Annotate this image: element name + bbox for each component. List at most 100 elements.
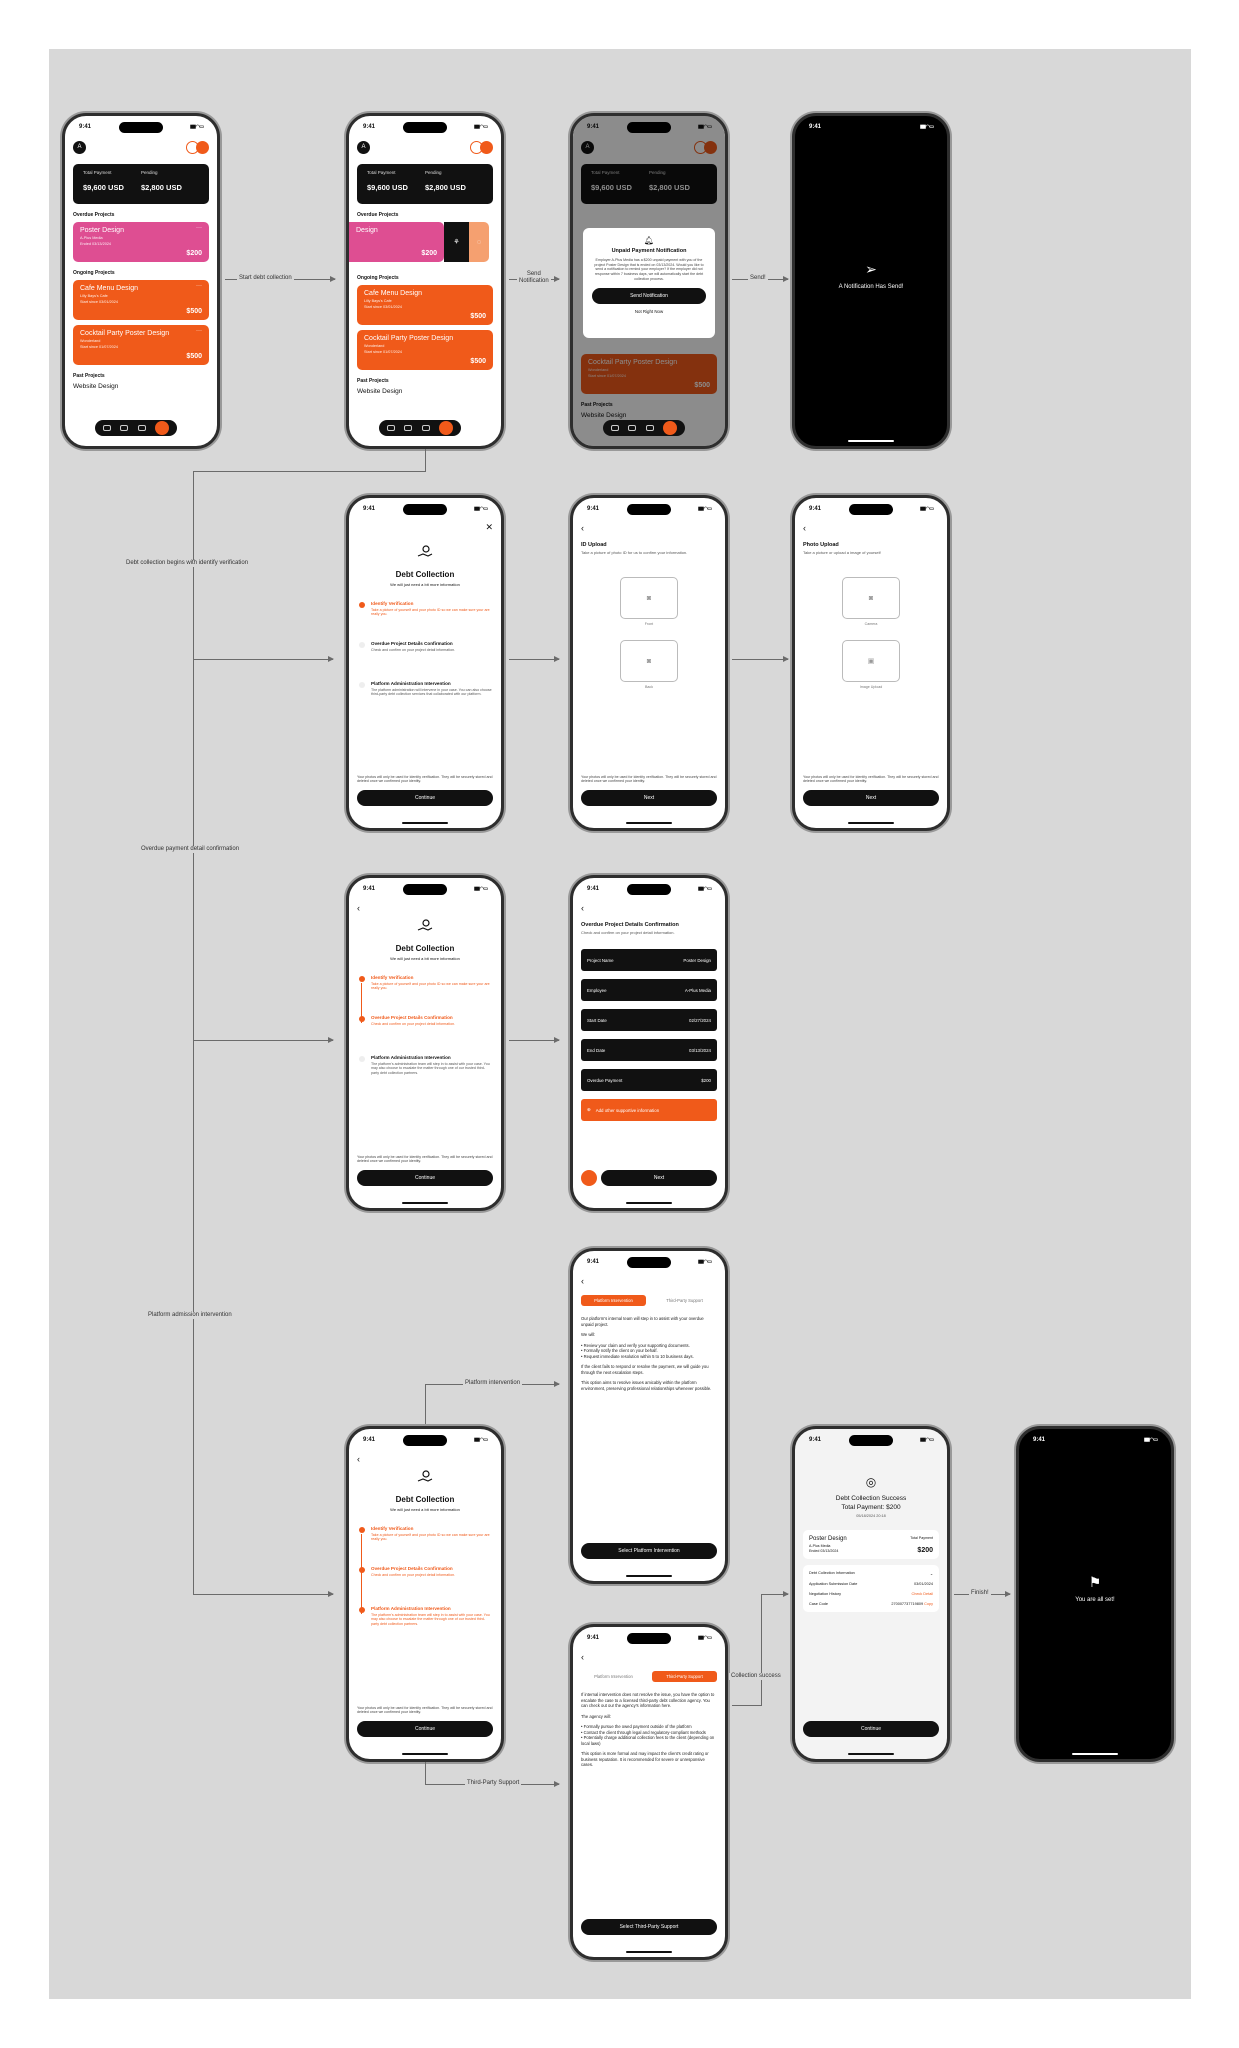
status-time: 9:41 (1033, 1437, 1046, 1443)
privacy-note: Your photos will only be used for identi… (357, 1705, 493, 1715)
search-icon[interactable] (386, 425, 395, 431)
dynamic-island (627, 1633, 671, 1644)
connector (732, 1705, 762, 1706)
section-overdue: Overdue Projects (357, 212, 399, 218)
not-now-button[interactable]: Not Right Now (634, 309, 664, 315)
front-upload-box[interactable]: ◙ (620, 577, 678, 619)
wallet-icon[interactable] (137, 425, 146, 431)
tab-platform[interactable]: Platform Intervention (581, 1295, 646, 1306)
info-key: Negotiation History (809, 1592, 842, 1596)
send-notification-button[interactable]: Send Notification (592, 288, 706, 305)
dynamic-island (849, 504, 893, 515)
back-icon[interactable]: ‹ (357, 1454, 360, 1464)
add-icon[interactable] (480, 140, 493, 154)
total-payment-label: Total Payment (367, 170, 396, 175)
tab-third-party[interactable]: Third-Party Support (652, 1671, 717, 1682)
step-desc: Take a picture of yourself and your phot… (371, 1533, 490, 1542)
arrow-success (761, 1591, 789, 1597)
card-amount: $500 (470, 313, 486, 320)
card-client: Lilly Bays's Cafe (364, 299, 392, 303)
status-bar: 9:41▮▮▮ ◠ ▭ (573, 878, 725, 900)
status-bar: 9:41▮▮▮ ◠ ▭ (349, 878, 501, 900)
search-icon[interactable] (102, 425, 111, 431)
select-third-party-button[interactable]: Select Third-Party Support (581, 1919, 717, 1935)
chevron-down-icon[interactable]: ⌄ (929, 1572, 933, 1576)
card-amount: $500 (186, 353, 202, 360)
avatar[interactable]: A (73, 140, 86, 154)
projects-icon[interactable] (439, 421, 454, 435)
collect-action-icon[interactable]: ⚘ (444, 222, 469, 262)
back-icon[interactable]: ‹ (581, 903, 584, 913)
camera-upload-box[interactable]: ◙ (842, 577, 900, 619)
next-button[interactable]: Next (601, 1170, 717, 1186)
detail-key: Project Name (587, 957, 614, 963)
debt-title: Debt Collection (395, 570, 455, 579)
home-icon[interactable] (404, 425, 413, 431)
dynamic-island (627, 884, 671, 895)
close-icon[interactable]: ✕ (485, 522, 493, 532)
next-button[interactable]: Next (581, 790, 717, 806)
status-bar: 9:41▮▮▮ ◠ ▭ (1019, 1429, 1171, 1451)
step-desc: The platform's administration team will … (371, 1062, 490, 1075)
attach-icon[interactable] (581, 1170, 597, 1186)
home-indicator (848, 1753, 894, 1755)
step-label: Identify Verification (371, 975, 414, 980)
page-subtitle: Check and confirm on your project detail… (581, 930, 675, 935)
back-icon[interactable]: ‹ (581, 1652, 584, 1662)
label-overdue: Overdue payment detail confirmation (139, 846, 242, 854)
back-upload-box[interactable]: ◙ (620, 640, 678, 682)
add-info-button[interactable]: ⊕Add other supportive information (581, 1099, 717, 1121)
back-icon[interactable]: ‹ (581, 1276, 584, 1286)
projects-icon[interactable] (155, 421, 170, 435)
home-indicator (1072, 1753, 1118, 1755)
avatar[interactable]: A (357, 140, 370, 154)
home-indicator (626, 1951, 672, 1953)
card-amount: $500 (470, 358, 486, 365)
back-icon[interactable]: ‹ (581, 523, 584, 533)
next-button[interactable]: Next (803, 790, 939, 806)
continue-button[interactable]: Continue (803, 1721, 939, 1737)
continue-button[interactable]: Continue (357, 790, 493, 806)
step-desc: Check and confirm on your project detail… (371, 1022, 456, 1026)
check-detail-link[interactable]: Check Detail (911, 1592, 933, 1596)
phone-confirm: 9:41▮▮▮ ◠ ▭ ‹ Overdue Project Details Co… (570, 875, 728, 1211)
status-time: 9:41 (587, 124, 600, 130)
back-icon[interactable]: ‹ (803, 523, 806, 533)
connector (193, 471, 426, 472)
wallet-icon[interactable] (421, 425, 430, 431)
camera-icon: ◙ (868, 594, 874, 602)
continue-button[interactable]: Continue (357, 1721, 493, 1737)
more-icon[interactable]: ··· (196, 283, 202, 289)
detail-value: 02/27/2024 (689, 1017, 711, 1023)
paper-plane-icon: ➢ (865, 261, 877, 277)
more-icon[interactable]: ··· (196, 328, 202, 334)
tab-third-party[interactable]: Third-Party Support (666, 1298, 703, 1303)
add-icon[interactable] (196, 140, 209, 154)
continue-button[interactable]: Continue (357, 1170, 493, 1186)
pending-value: $2,800 USD (141, 183, 182, 192)
copy-link[interactable]: Copy (924, 1602, 933, 1606)
remind-action-icon[interactable]: ◌ (469, 222, 489, 262)
signal-icon: ▮▮▮ ◠ ▭ (697, 886, 712, 892)
total-payment-value: $9,600 USD (591, 183, 632, 192)
dynamic-island (1073, 1435, 1117, 1446)
more-icon[interactable]: ··· (196, 225, 202, 231)
image-upload-box[interactable]: ▣ (842, 640, 900, 682)
home-icon[interactable] (120, 425, 129, 431)
detail-value: 03/13/2024 (689, 1047, 711, 1053)
bullet-list: • Review your claim and verify your supp… (581, 1342, 694, 1359)
label-identify: Debt collection begins with identify ver… (124, 560, 251, 568)
hand-coin-icon (416, 544, 434, 562)
debt-subtitle: We will just need a bit more information (390, 1507, 460, 1512)
tab-platform[interactable]: Platform Intervention (594, 1674, 633, 1679)
swiped-card[interactable]: Design$200 ⚘ ◌ (349, 222, 501, 267)
select-platform-button[interactable]: Select Platform Intervention (581, 1543, 717, 1559)
back-icon[interactable]: ‹ (357, 903, 360, 913)
